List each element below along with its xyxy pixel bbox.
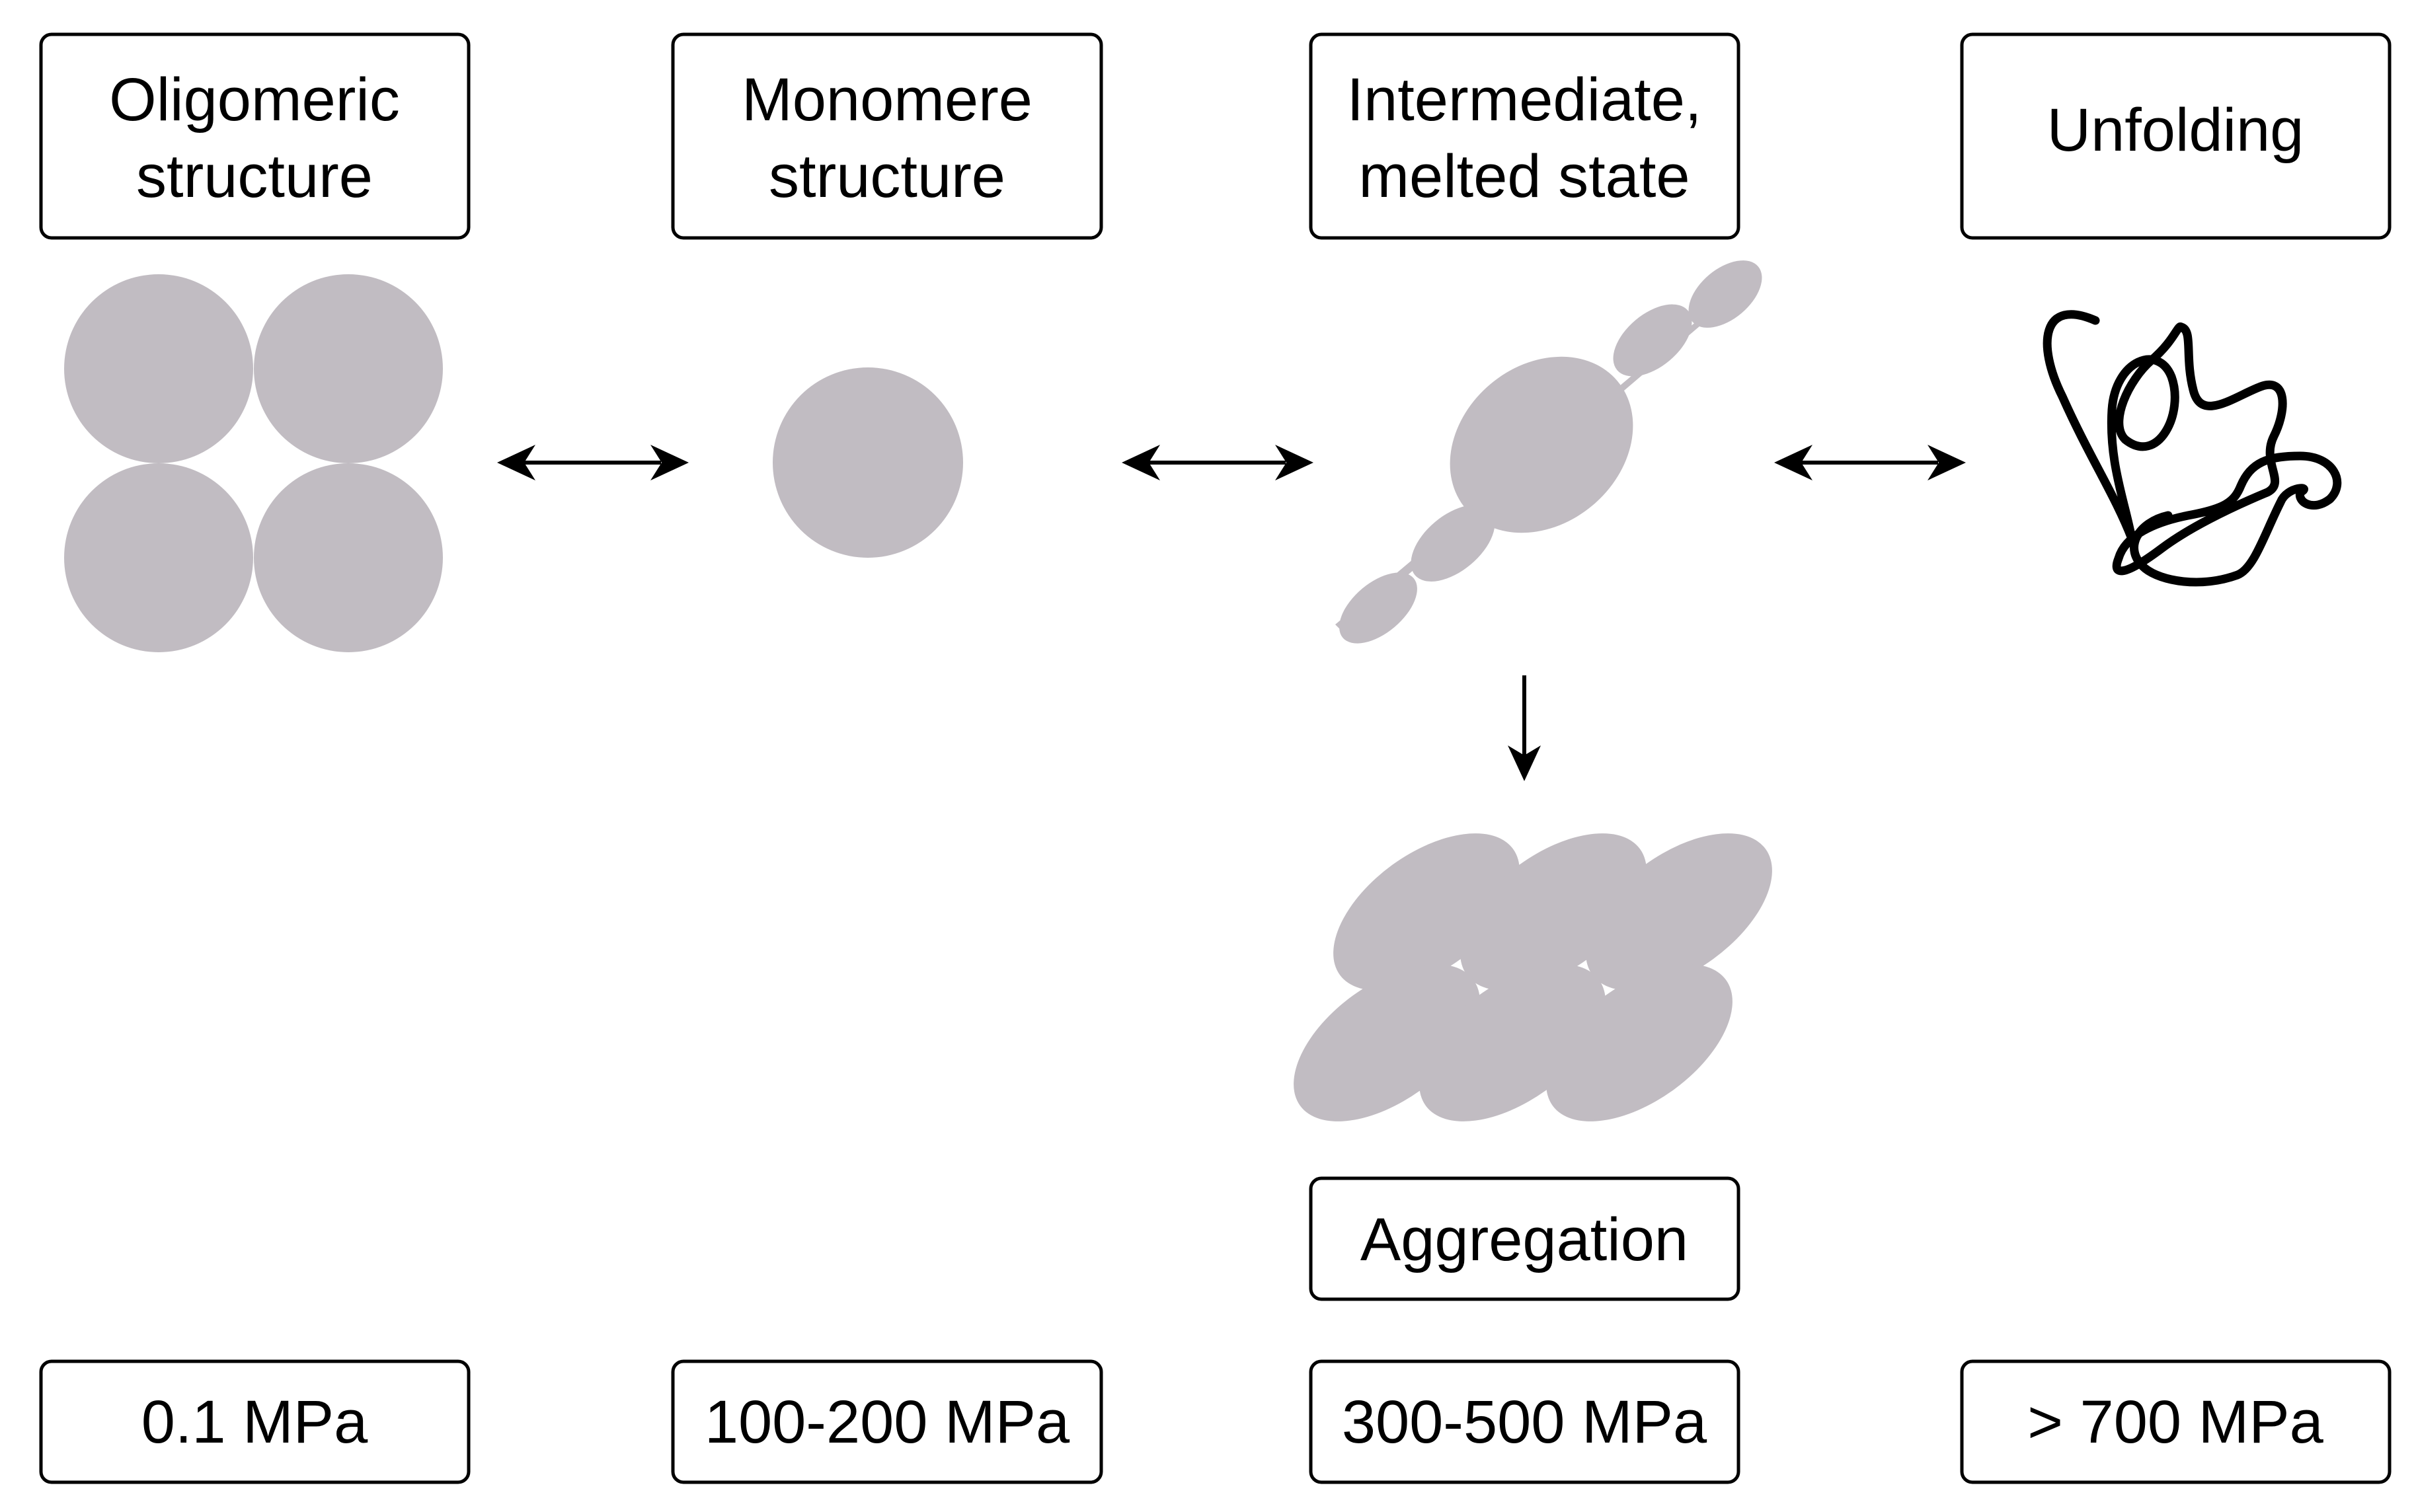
label-line: Unfolding (2047, 96, 2304, 164)
double-arrow-icon (1122, 445, 1313, 480)
label-line: Intermediate, (1347, 66, 1702, 133)
label-box-aggregation: Aggregation (1309, 1176, 1740, 1301)
label-line: Oligomeric (109, 66, 400, 133)
pressure-label: > 700 MPa (2027, 1388, 2323, 1456)
unfolded-chain-shape (2043, 310, 2342, 587)
double-arrow-icon (1774, 445, 1966, 480)
pressure-box: 100-200 MPa (671, 1359, 1103, 1484)
oligomer-shape (64, 274, 443, 652)
pressure-box: 0.1 MPa (39, 1359, 471, 1484)
intermediate-shape (1335, 260, 1762, 644)
label-line: Monomere (742, 66, 1033, 133)
pressure-label: 0.1 MPa (141, 1388, 368, 1456)
double-arrow-icon (497, 445, 689, 480)
label-box-intermediate: Intermediate, melted state (1309, 32, 1740, 240)
label-box-oligomeric: Oligomeric structure (39, 32, 471, 240)
label-box-unfolding: Unfolding (1960, 32, 2392, 240)
monomer-shape (773, 367, 963, 558)
label-line: structure (136, 143, 373, 210)
aggregation-label: Aggregation (1360, 1206, 1688, 1273)
label-line: structure (769, 143, 1005, 210)
pressure-box: > 700 MPa (1960, 1359, 2392, 1484)
label-box-monomere: Monomere structure (671, 32, 1103, 240)
aggregate-shape (1294, 833, 1772, 1121)
pressure-label: 100-200 MPa (705, 1388, 1070, 1456)
down-arrow-icon (1508, 675, 1541, 781)
pressure-label: 300-500 MPa (1342, 1388, 1707, 1456)
pressure-box: 300-500 MPa (1309, 1359, 1740, 1484)
label-line: melted state (1358, 143, 1690, 210)
